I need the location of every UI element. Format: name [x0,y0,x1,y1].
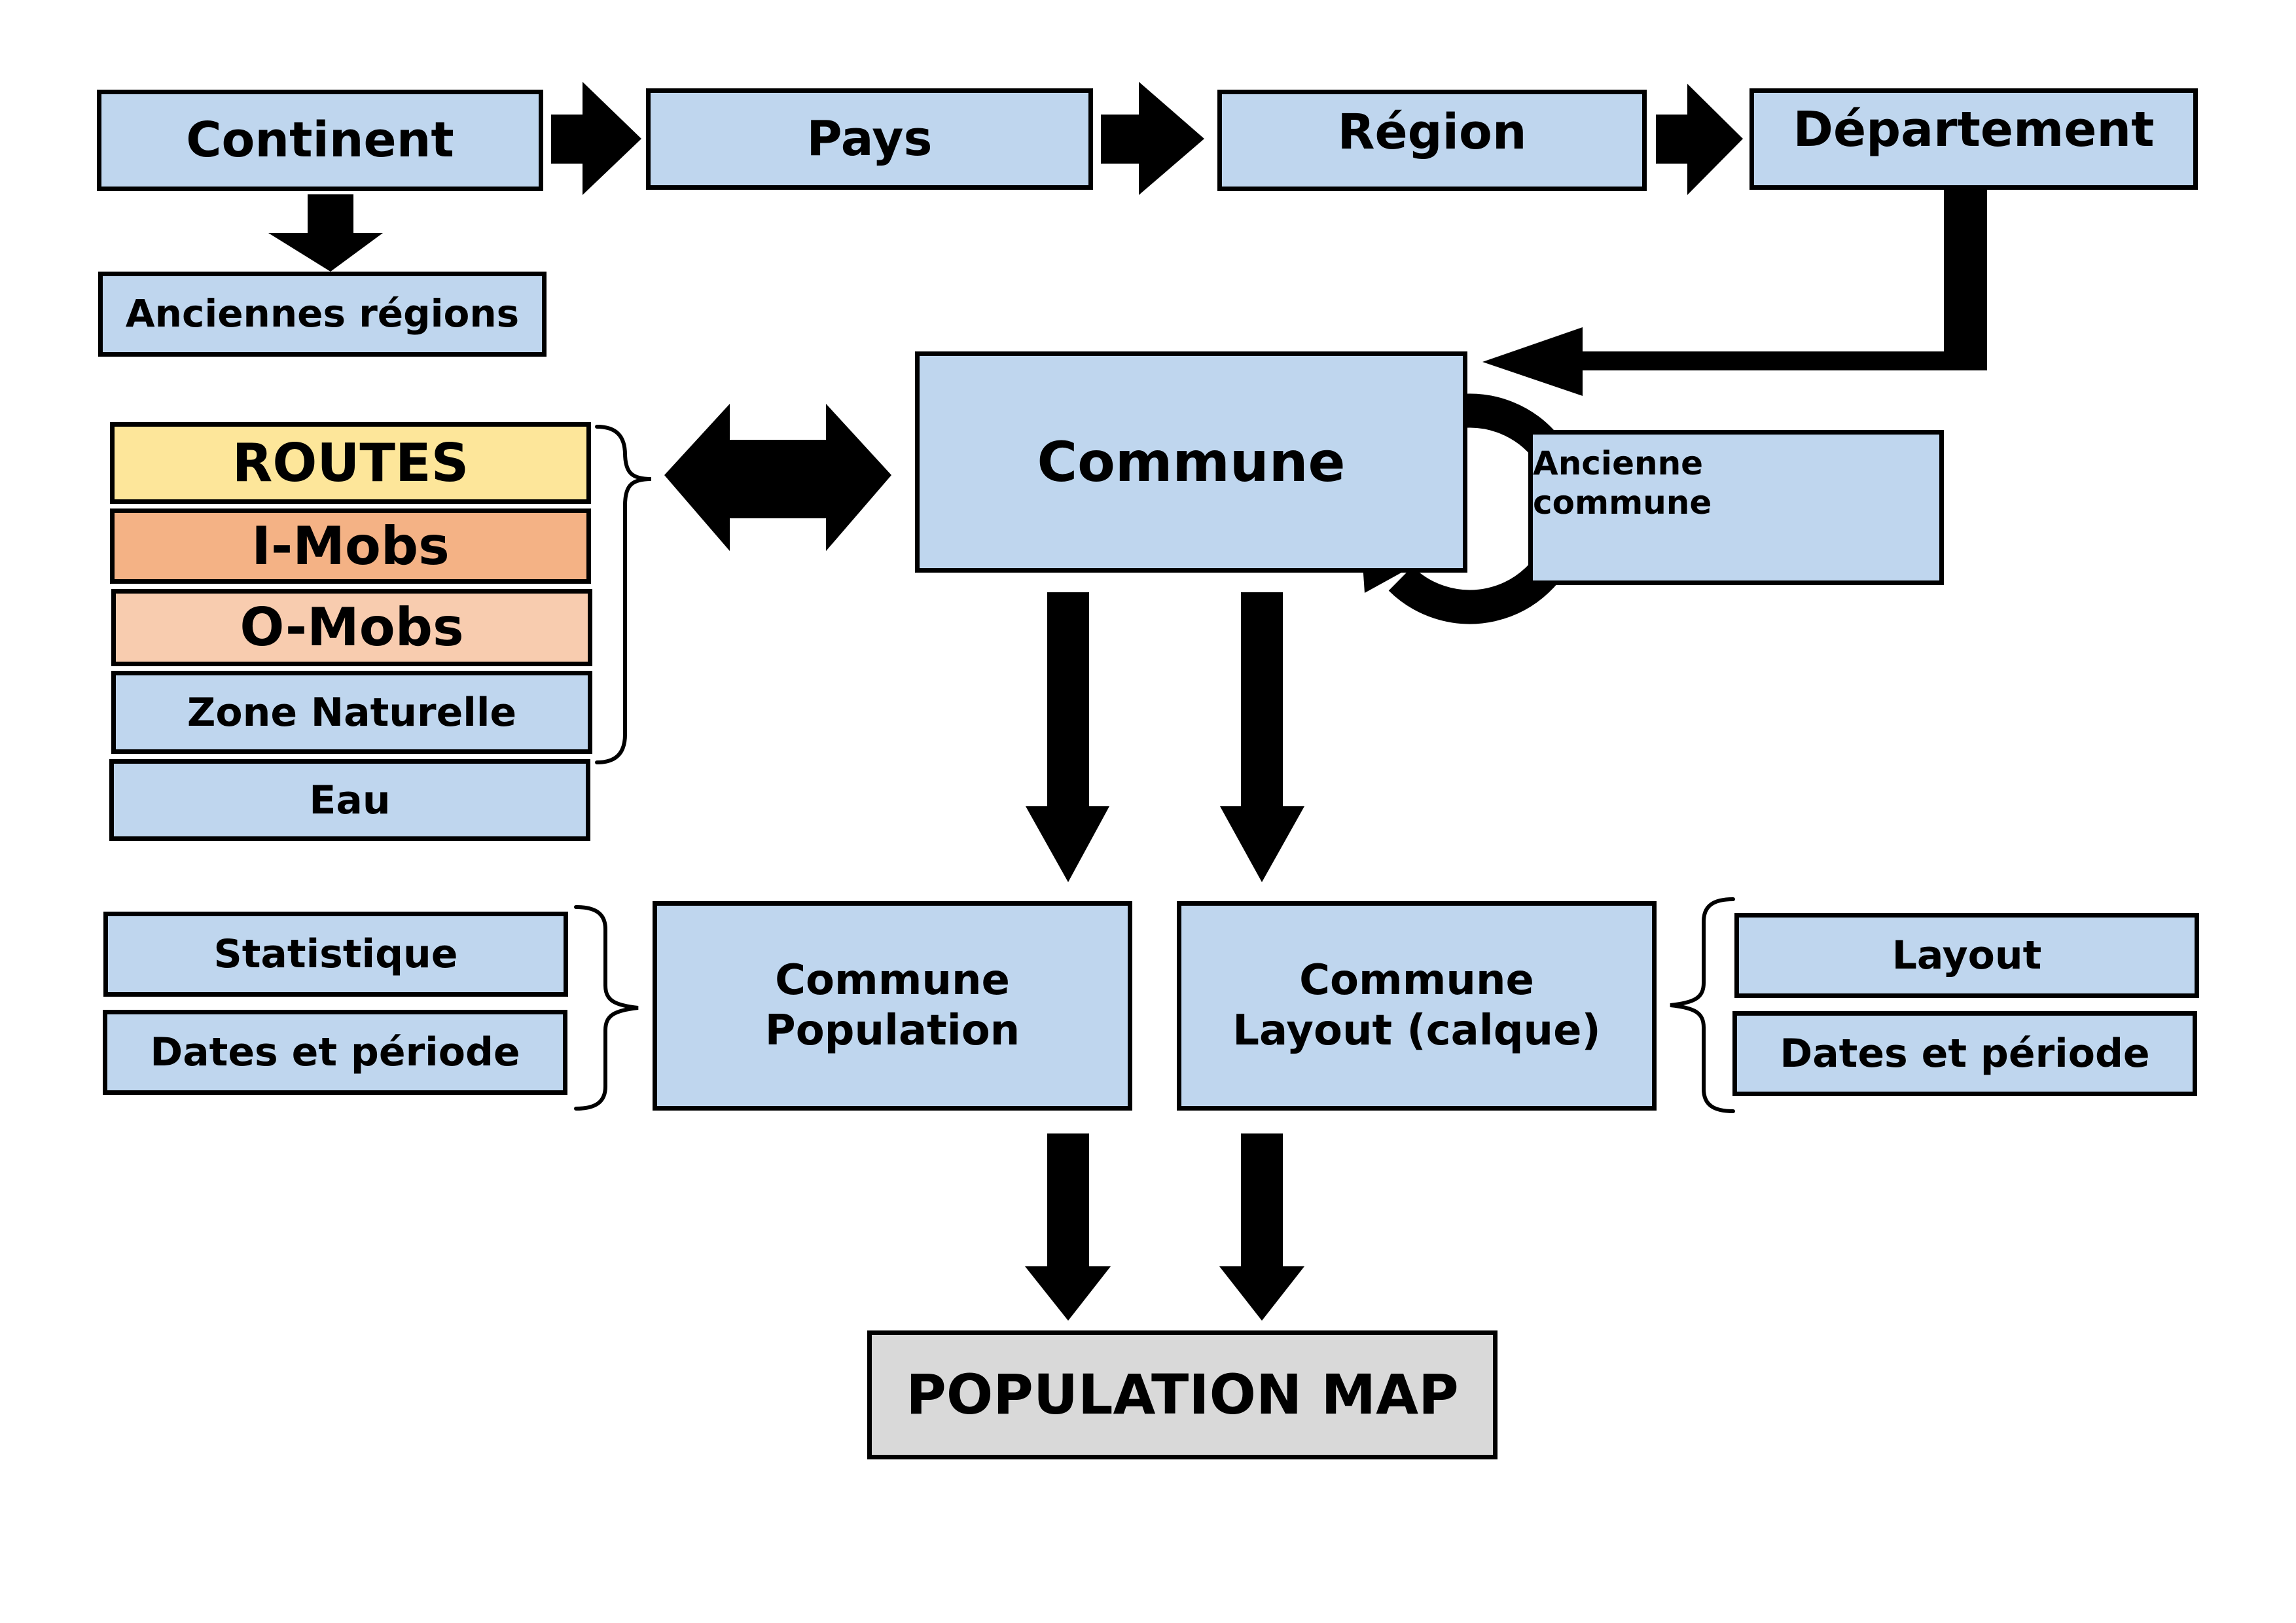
eau-box: Eau [109,759,590,841]
departement-box: Département [1749,88,2198,190]
layout-dates-label: Dates et période [1780,1031,2150,1077]
arrow-region-to-departement [1656,84,1743,195]
statistique-box: Statistique [103,912,568,997]
anciennes-regions-box: Anciennes régions [98,272,547,357]
statistique-label: Statistique [213,931,458,977]
commune-population-box: Commune Population [653,901,1132,1111]
omobs-label: O-Mobs [240,597,464,658]
arrow-continent-to-pays [551,82,641,195]
region-label: Région [1337,104,1527,160]
population-dates-box: Dates et période [103,1010,567,1095]
routes-box: ROUTES [110,422,591,504]
continent-box: Continent [97,90,543,191]
commune-layout-box: Commune Layout (calque) [1177,901,1657,1111]
arrow-layout-to-map [1219,1133,1304,1321]
departement-label: Département [1793,101,2155,158]
omobs-box: O-Mobs [111,589,592,666]
population-map-label: POPULATION MAP [906,1363,1459,1427]
population-map-box: POPULATION MAP [867,1330,1498,1459]
arrow-population-to-map [1025,1133,1111,1321]
eau-label: Eau [309,777,391,823]
arrow-pays-to-region [1101,82,1204,195]
arrow-commune-to-population [1026,592,1109,882]
arrow-departement-to-commune [1482,190,1987,396]
pays-box: Pays [646,88,1093,190]
commune-box: Commune [915,351,1467,573]
ancienne-commune-line2: commune [1533,484,1712,522]
zone-naturelle-label: Zone Naturelle [187,689,517,736]
arrow-commune-to-layout [1220,592,1304,882]
layout-dates-box: Dates et période [1732,1011,2197,1096]
imobs-box: I-Mobs [110,508,591,584]
zone-naturelle-box: Zone Naturelle [111,671,592,754]
region-box: Région [1217,90,1647,191]
layout-label: Layout [1892,933,2042,978]
brace-population-inputs [574,905,639,1111]
population-dates-label: Dates et période [150,1029,520,1075]
imobs-label: I-Mobs [251,515,450,577]
brace-layers [595,425,652,764]
commune-population-line1: Commune [775,956,1010,1005]
anciennes-regions-label: Anciennes régions [125,291,520,336]
continent-label: Continent [186,112,454,169]
commune-layout-line2: Layout (calque) [1232,1007,1601,1055]
commune-layout-line1: Commune [1299,956,1534,1005]
pays-label: Pays [806,111,933,168]
ancienne-commune-line1: Ancienne [1533,444,1704,482]
double-arrow-layers-commune [664,404,891,551]
commune-label: Commune [1037,429,1346,494]
routes-label: ROUTES [232,432,469,493]
ancienne-commune-box: Ancienne commune [1528,430,1944,585]
brace-layout-inputs [1670,897,1735,1113]
layout-box: Layout [1734,913,2199,998]
commune-population-line2: Population [764,1007,1020,1055]
arrow-continent-to-anciennes-regions [268,194,383,272]
